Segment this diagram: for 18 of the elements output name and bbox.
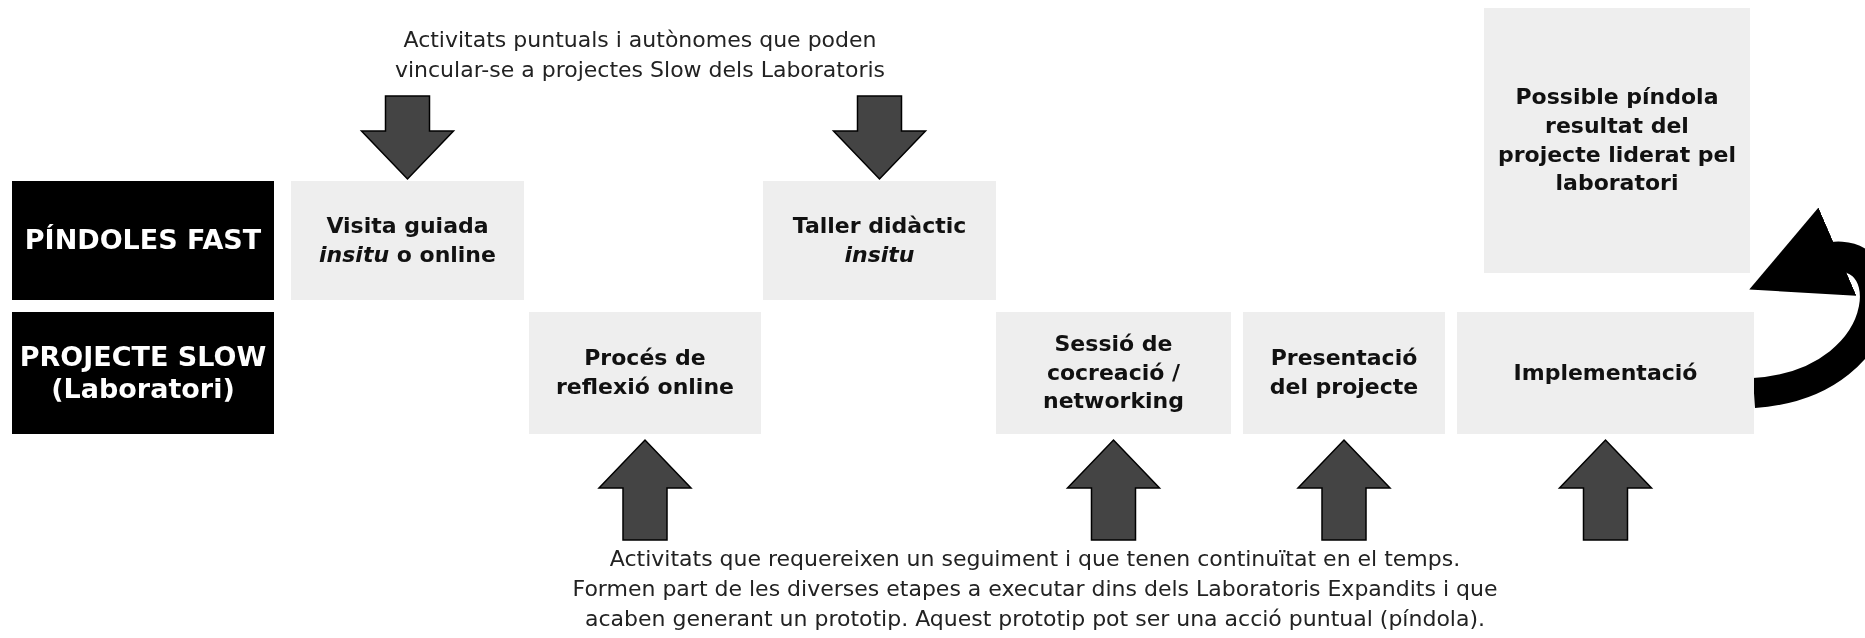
note-text: Activitats puntuals i autònomes que poden vincular-se a projectes Slow dels Laboratoris — [365, 20, 915, 90]
curved-arrow — [1746, 208, 1865, 408]
row-header: PROJECTE SLOW (Laboratori) — [12, 312, 274, 434]
block-arrow — [1065, 438, 1162, 541]
block-arrow — [597, 438, 693, 541]
stage-box: Implementació — [1457, 312, 1754, 434]
result-box: Possible píndola resultat del projecte liderat pel laboratori — [1484, 8, 1750, 273]
activity-box: Taller didàctic insitu — [763, 181, 996, 300]
block-arrow — [1557, 438, 1654, 541]
block-arrow — [1296, 438, 1392, 541]
block-arrow — [831, 95, 928, 181]
stage-box: Presentació del projecte — [1243, 312, 1445, 434]
stage-box: Sessió de cocreació / networking — [996, 312, 1231, 434]
activity-box: Visita guiada insitu o online — [291, 181, 524, 300]
block-arrow — [359, 95, 456, 181]
stage-box: Procés de reflexió online — [529, 312, 761, 434]
note-text: Activitats que requereixen un seguiment i que tenen continuïtat en el temps. Formen part de les diverses etapes a executar dins dels Laboratoris Expandits i que acaben generant un prototip. Aquest prototip pot ser una acció puntual (píndola). — [560, 544, 1510, 634]
row-header: PÍNDOLES FAST — [12, 181, 274, 300]
